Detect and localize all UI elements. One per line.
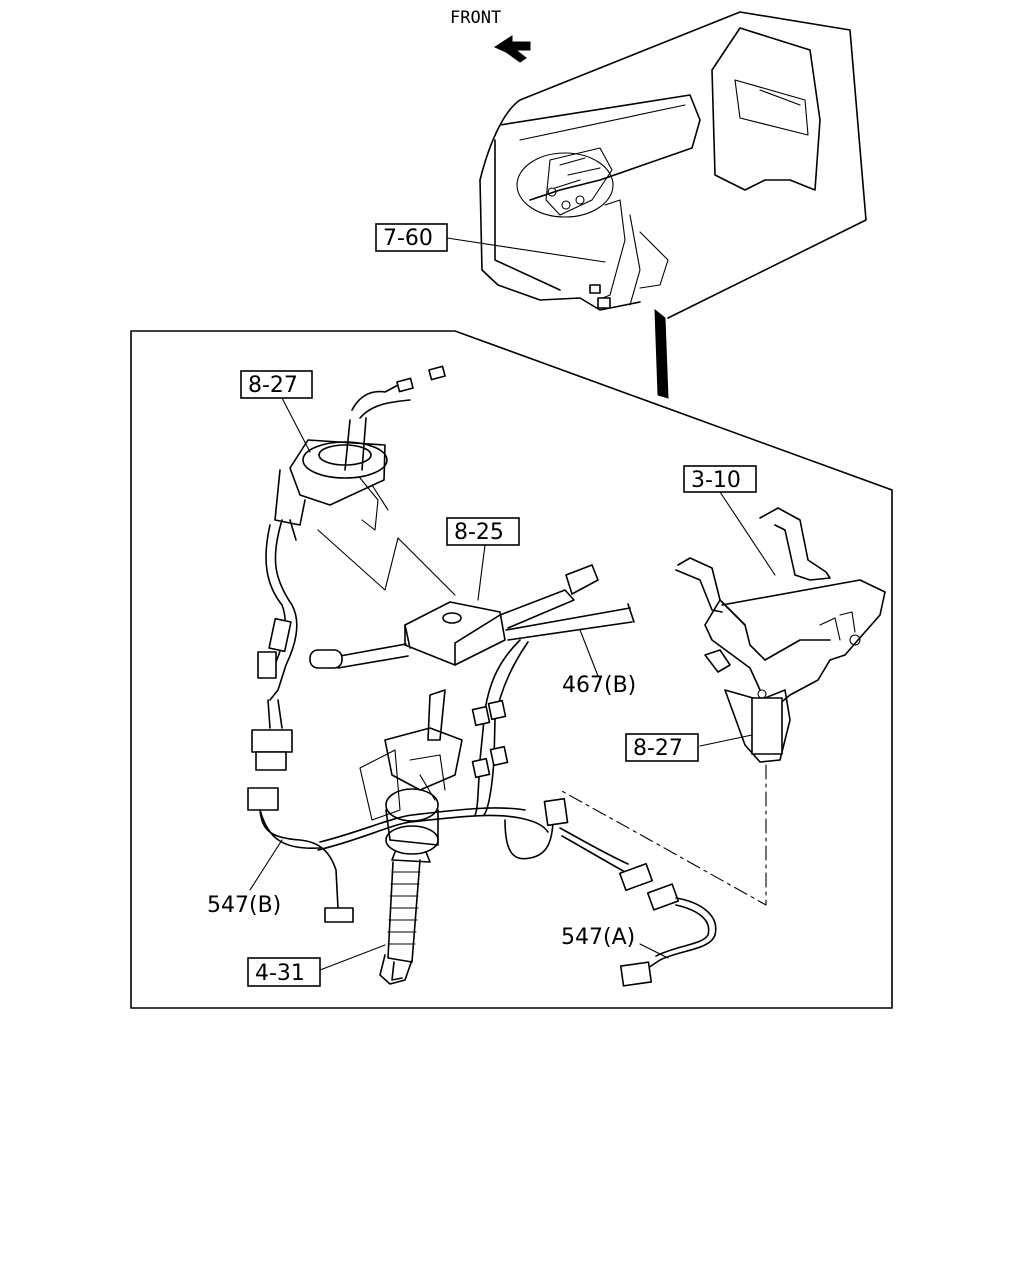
callout-text-8-27-lower: 8-27 xyxy=(633,736,683,761)
steering-column xyxy=(359,689,463,985)
callout-7-60: 7-60 xyxy=(375,223,448,252)
front-direction-indicator: FRONT xyxy=(450,8,531,63)
callout-text-467b: 467(B) xyxy=(562,673,636,698)
callout-text-7-60: 7-60 xyxy=(383,226,433,251)
leader-7-60 xyxy=(446,237,606,263)
leader-lines xyxy=(249,237,776,971)
leader-4-31 xyxy=(319,944,386,971)
combination-switch xyxy=(309,529,635,669)
callout-text-547a: 547(A) xyxy=(561,925,635,950)
callout-8-27-lower: 8-27 xyxy=(625,733,699,762)
callout-467b: 467(B) xyxy=(562,673,636,698)
leader-8-25 xyxy=(477,544,486,601)
front-arrow-icon xyxy=(493,35,531,63)
callout-text-3-10: 3-10 xyxy=(691,468,741,493)
leader-547b xyxy=(249,839,283,891)
harness-547b xyxy=(259,797,654,923)
leader-467b xyxy=(579,629,599,677)
leader-8-27-lower xyxy=(699,734,753,747)
leader-547a xyxy=(639,943,669,959)
callout-547b: 547(B) xyxy=(207,893,281,918)
callout-text-8-25: 8-25 xyxy=(454,520,504,545)
column-bracket xyxy=(559,507,886,906)
callout-8-27-upper: 8-27 xyxy=(240,370,313,399)
front-label: FRONT xyxy=(450,8,501,28)
callout-8-25: 8-25 xyxy=(446,517,520,546)
callout-text-547b: 547(B) xyxy=(207,893,281,918)
leader-8-27-upper xyxy=(281,397,311,453)
callout-text-4-31: 4-31 xyxy=(255,961,305,986)
callout-text-8-27-upper: 8-27 xyxy=(248,373,298,398)
callout-547a: 547(A) xyxy=(561,925,635,950)
detail-frame xyxy=(130,330,893,1009)
clock-spring-assembly xyxy=(247,365,446,811)
harness-547a xyxy=(619,883,717,987)
dashboard-overview xyxy=(479,11,867,399)
callout-3-10: 3-10 xyxy=(683,465,757,493)
leader-3-10 xyxy=(719,491,776,576)
callout-4-31: 4-31 xyxy=(247,957,321,987)
harness-467b xyxy=(471,639,529,816)
